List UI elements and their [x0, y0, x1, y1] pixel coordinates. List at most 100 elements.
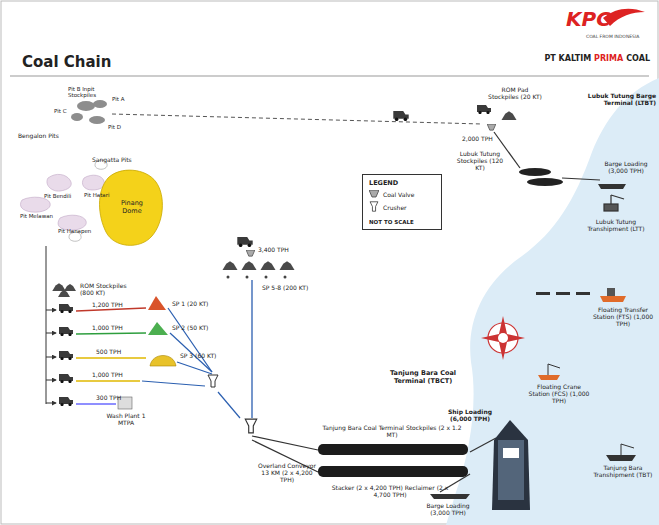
equipment-label: Stacker (2 x 4,200 TPH) Reclaimer (2 x 4…	[330, 484, 450, 498]
terminal-label: Tanjung Bara Coal Terminal (TBCT)	[388, 370, 458, 385]
drawing-use	[280, 261, 295, 270]
drawing-ellipse	[89, 116, 105, 124]
drawing-rect	[498, 440, 524, 500]
drawing-circle	[284, 276, 287, 279]
drawing-line	[610, 195, 611, 204]
drawing-rect	[318, 444, 468, 455]
drawing-path	[430, 494, 470, 499]
rate-label: 1,000 TPH	[92, 324, 123, 331]
drawing-circle	[265, 276, 268, 279]
drawing-use	[237, 237, 252, 247]
company-name: PRIMA	[594, 54, 623, 63]
legend-text: Coal Valve	[383, 191, 414, 198]
drawing-line	[46, 310, 56, 311]
drawing-use	[502, 111, 517, 120]
drawing-line	[251, 280, 252, 418]
drawing-svg	[369, 190, 379, 198]
drawing-line	[252, 436, 318, 450]
diagram-title: Coal Chain	[22, 54, 111, 72]
drawing-rect	[576, 292, 590, 295]
drawing-rect	[604, 204, 618, 211]
rate-label: 1,000 TPH	[92, 371, 123, 378]
drawing-g	[223, 261, 295, 270]
drawing-line	[112, 114, 482, 124]
pit-label: Pit B Inpit Stockpiles	[68, 86, 114, 99]
pit-label: Pit Bendili	[44, 193, 71, 199]
facility-label: Barge Loading (3,000 TPH)	[598, 160, 654, 174]
drawing-use	[59, 304, 73, 313]
drawing-line	[76, 403, 116, 405]
drawing-g	[536, 292, 590, 295]
area-label: Sangatta Pits	[92, 156, 132, 163]
drawing-ellipse	[527, 178, 563, 186]
drawing-line	[10, 76, 649, 77]
drawing-use	[64, 284, 76, 291]
rate-label: 3,400 TPH	[258, 246, 289, 253]
drawing-g	[46, 310, 56, 403]
legend-text: Crusher	[383, 204, 407, 211]
drawing-g	[142, 308, 240, 418]
legend-symbol	[369, 201, 379, 213]
drawing-line	[76, 308, 146, 311]
drawing-line	[548, 364, 549, 375]
legend-symbol	[369, 190, 379, 199]
facility-label: Tanjung Bara Transhipment (TBT)	[590, 464, 656, 478]
drawing-circle	[498, 333, 508, 343]
drawing-use	[487, 124, 496, 130]
drawing-use	[58, 290, 70, 297]
drawing-g	[604, 195, 624, 211]
drawing-svg	[369, 201, 379, 212]
drawing-use	[52, 283, 66, 291]
drawing-g	[519, 168, 563, 186]
drawing-line	[46, 333, 56, 334]
drawing-path	[600, 296, 626, 302]
drawing-path	[20, 197, 50, 212]
drawing-path	[148, 322, 168, 335]
drawing-line	[46, 357, 56, 358]
stockpile-label: SP 3 (60 KT)	[180, 352, 216, 359]
drawing-path	[606, 455, 636, 461]
drawing-circle	[246, 276, 249, 279]
drawing-path	[481, 316, 525, 360]
drawing-use	[393, 111, 408, 121]
rate-label: 500 TPH	[96, 348, 121, 355]
drawing-use	[59, 351, 73, 360]
drawing-path	[168, 308, 212, 372]
facility-label: Barge Loading (3,000 TPH)	[420, 502, 476, 516]
drawing-use	[245, 419, 256, 433]
drawing-rect	[607, 288, 615, 296]
drawing-use	[242, 261, 257, 270]
drawing-use	[59, 374, 73, 383]
drawing-path	[142, 381, 205, 386]
drawing-ellipse	[519, 168, 551, 176]
drawing-g	[71, 100, 107, 124]
company-name: COAL	[626, 54, 650, 63]
drawing-line	[46, 403, 56, 404]
drawing-path	[538, 375, 560, 380]
pit-label: Pit D	[108, 124, 121, 130]
drawing-g	[227, 276, 287, 279]
company-name: PT KALTIM	[544, 54, 591, 63]
facility-label: Floating Crane Station (FCS) (1,000 TPH)	[526, 383, 592, 404]
rate-label: 300 TPH	[96, 394, 121, 401]
drawing-g	[52, 283, 76, 297]
stockpile-label: ROM Stockpiles (800 KT)	[80, 282, 134, 296]
pit-label: Pit Melawan	[20, 213, 53, 219]
drawing-line	[470, 438, 496, 452]
pit-label: Pit C	[54, 108, 66, 114]
drawing-g	[621, 444, 634, 455]
drawing-ellipse	[93, 100, 107, 108]
stockpile-label: Tanjung Bara Coal Terminal Stockpiles (2…	[322, 424, 462, 438]
rate-label: 1,200 TPH	[92, 301, 123, 308]
drawing-path	[218, 392, 240, 418]
drawing-rect	[536, 292, 550, 295]
drawing-line	[548, 364, 560, 368]
drawing-path	[446, 78, 659, 525]
drawing-path	[82, 175, 104, 190]
drawing-use	[59, 327, 73, 336]
drawing-use	[223, 261, 238, 270]
facility-label: Lubuk Tutung Transhipment (LTT)	[582, 218, 650, 232]
drawing-g	[20, 174, 104, 230]
facility-label: Ship Loading (6,000 TPH)	[448, 408, 492, 422]
